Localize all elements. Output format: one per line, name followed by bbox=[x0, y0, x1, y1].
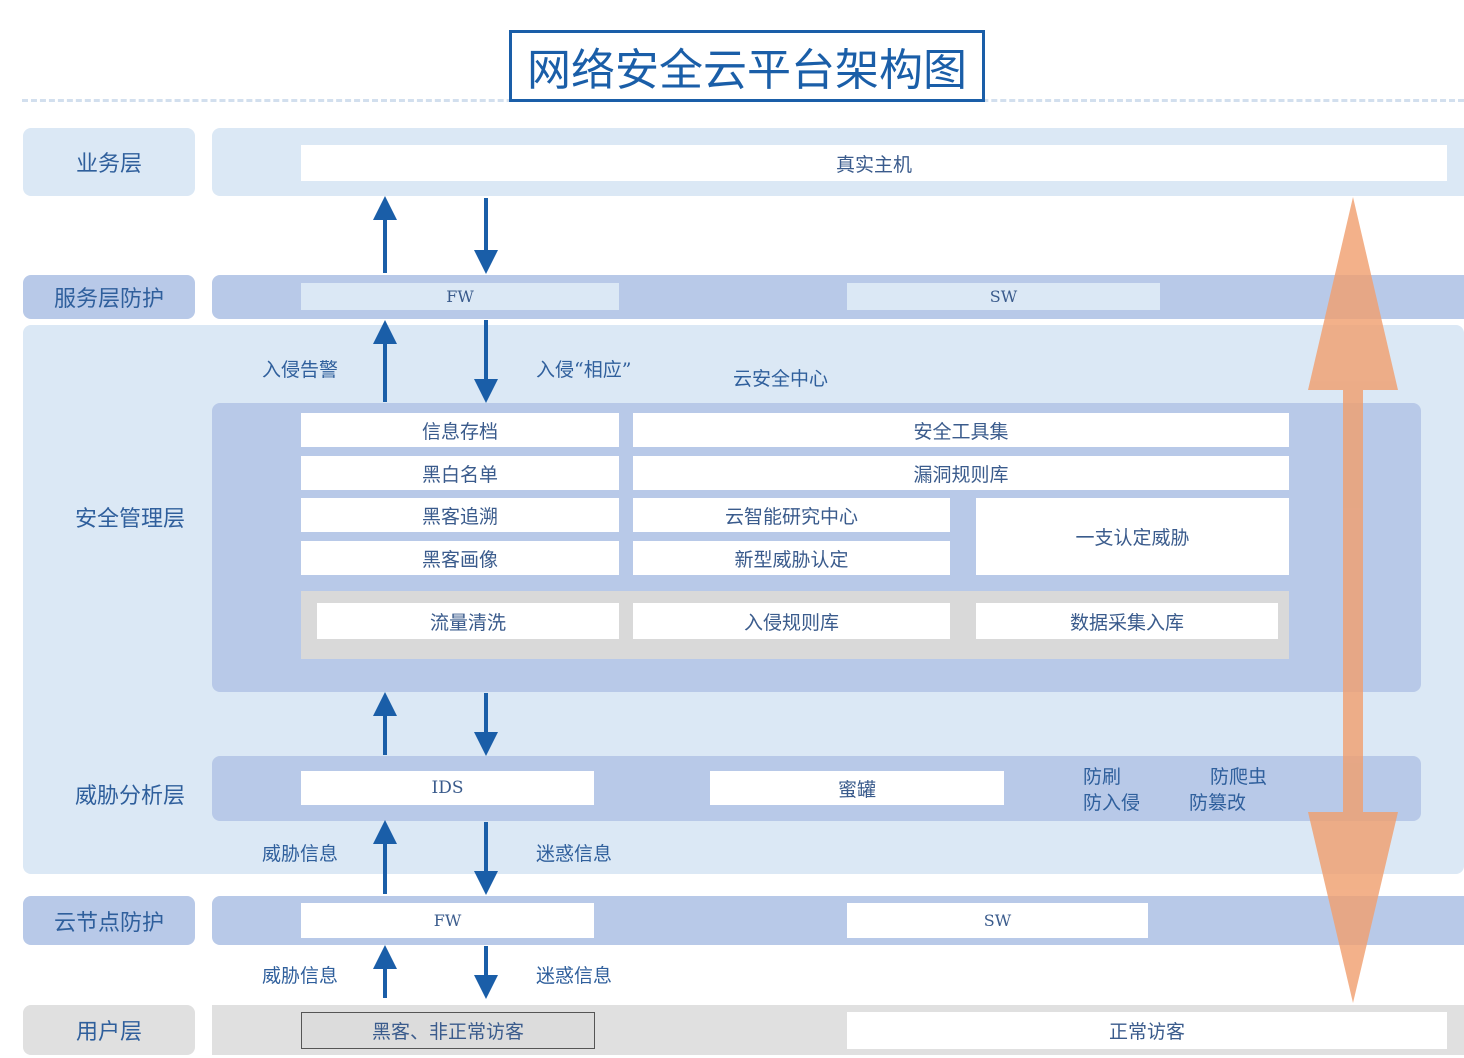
info-archive-box: 信息存档 bbox=[301, 413, 619, 447]
cloud-sw-box: SW bbox=[847, 903, 1148, 938]
ids-box: IDS bbox=[301, 771, 594, 805]
service-sw-box: SW bbox=[847, 283, 1160, 310]
layer-cloud-node-protection: 云节点防护 bbox=[23, 896, 195, 945]
layer-business: 业务层 bbox=[23, 128, 195, 196]
real-host-box: 真实主机 bbox=[301, 145, 1447, 181]
anti-intrusion-label: 防入侵 bbox=[1083, 792, 1141, 814]
threat-confirm-box: 一支认定威胁 bbox=[976, 498, 1289, 575]
layer-user: 用户层 bbox=[23, 1005, 195, 1055]
page-title: 网络安全云平台架构图 bbox=[509, 30, 985, 102]
security-center-title: 云安全中心 bbox=[733, 368, 829, 390]
honeypot-box: 蜜罐 bbox=[710, 771, 1004, 805]
intrusion-rules-box: 入侵规则库 bbox=[633, 603, 950, 639]
hacker-trace-box: 黑客追溯 bbox=[301, 498, 619, 532]
new-threat-box: 新型威胁认定 bbox=[633, 541, 950, 575]
hacker-profile-box: 黑客画像 bbox=[301, 541, 619, 575]
service-fw-box: FW bbox=[301, 283, 619, 310]
vuln-rules-box: 漏洞规则库 bbox=[633, 456, 1289, 490]
cloud-fw-box: FW bbox=[301, 903, 594, 938]
intrusion-alert-label: 入侵告警 bbox=[262, 359, 339, 381]
normal-visitor-box: 正常访客 bbox=[847, 1012, 1447, 1049]
threat-info-label-1: 威胁信息 bbox=[262, 843, 339, 865]
layer-security-management: 安全管理层 bbox=[74, 507, 185, 532]
anti-tamper-label: 防篡改 bbox=[1189, 792, 1247, 814]
toolset-box: 安全工具集 bbox=[633, 413, 1289, 447]
ai-research-box: 云智能研究中心 bbox=[633, 498, 950, 532]
anti-crawler-label: 防爬虫 bbox=[1210, 766, 1268, 788]
confuse-info-label-1: 迷惑信息 bbox=[536, 843, 613, 865]
confuse-info-label-2: 迷惑信息 bbox=[536, 965, 613, 987]
intrusion-response-label: 入侵“相应” bbox=[536, 359, 632, 381]
blackwhite-list-box: 黑白名单 bbox=[301, 456, 619, 490]
traffic-clean-box: 流量清洗 bbox=[317, 603, 619, 639]
data-ingest-box: 数据采集入库 bbox=[976, 603, 1278, 639]
hacker-box: 黑客、非正常访客 bbox=[301, 1012, 595, 1049]
layer-service-protection: 服务层防护 bbox=[23, 275, 195, 319]
threat-info-label-2: 威胁信息 bbox=[262, 965, 339, 987]
layer-threat-analysis: 威胁分析层 bbox=[74, 784, 185, 809]
anti-brush-label: 防刷 bbox=[1083, 766, 1122, 788]
bidirectional-orange-arrow bbox=[1308, 197, 1398, 1003]
